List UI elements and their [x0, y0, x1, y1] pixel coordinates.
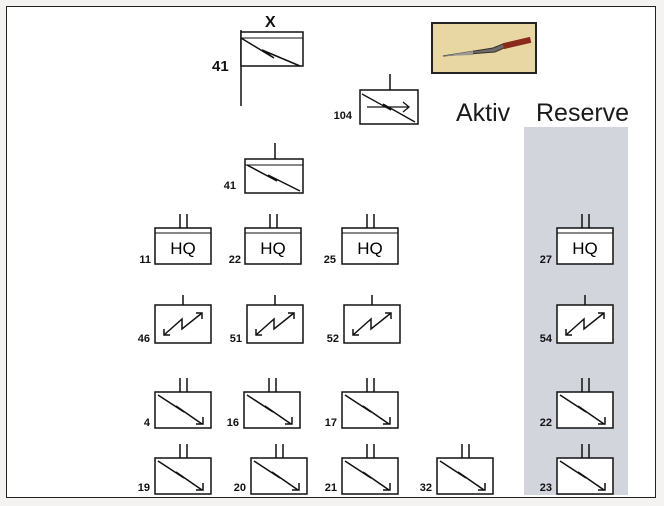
header-reserve: Reserve: [536, 99, 630, 127]
unit-20-symbol: [250, 444, 308, 495]
signal-reserve-symbol: [556, 295, 614, 344]
unit-32-symbol: [436, 444, 494, 495]
spear-icon: [442, 36, 532, 57]
top-unit-mark: X: [265, 14, 276, 31]
hq-reserve-number: 27: [539, 254, 552, 266]
signal-unit-52-number: 52: [326, 333, 339, 345]
hq-label: HQ: [260, 239, 286, 258]
top-unit-symbol: [240, 30, 304, 106]
row4-reserve-symbol: [556, 378, 614, 429]
hq-unit-25-symbol: HQ: [341, 214, 399, 265]
unit-16-number: 16: [226, 417, 239, 429]
hq-unit-22-number: 22: [228, 254, 241, 266]
unit-104-number: 104: [333, 110, 352, 122]
header-aktiv: Aktiv: [456, 99, 511, 127]
unit-17-symbol: [341, 378, 399, 429]
top-unit-number: 41: [212, 58, 229, 75]
hq-reserve-symbol: HQ: [556, 214, 614, 265]
hq-unit-25-number: 25: [323, 254, 336, 266]
hq-unit-11-symbol: HQ: [154, 214, 212, 265]
unit-20-number: 20: [233, 482, 246, 494]
unit-21-number: 21: [324, 482, 337, 494]
signal-unit-46-symbol: [154, 295, 212, 344]
unit-16-symbol: [243, 378, 301, 429]
row5-reserve-number: 23: [539, 482, 552, 494]
signal-unit-52-symbol: [343, 295, 401, 344]
signal-reserve-number: 54: [539, 333, 552, 345]
unit-41b-symbol: [244, 143, 304, 194]
unit-17-number: 17: [324, 417, 337, 429]
unit-104-symbol: [359, 74, 419, 125]
signal-unit-51-symbol: [246, 295, 304, 344]
row4-reserve-number: 22: [539, 417, 552, 429]
unit-4-number: 4: [143, 417, 150, 429]
hq-unit-11-number: 11: [139, 254, 151, 266]
signal-unit-51-number: 51: [229, 333, 242, 345]
hq-label: HQ: [357, 239, 383, 258]
hq-label: HQ: [170, 239, 196, 258]
hq-label: HQ: [572, 239, 598, 258]
signal-unit-46-number: 46: [137, 333, 150, 345]
unit-19-symbol: [154, 444, 212, 495]
unit-41b-number: 41: [223, 180, 236, 192]
row5-reserve-symbol: [556, 444, 614, 495]
hq-unit-22-symbol: HQ: [244, 214, 302, 265]
spear-picture: [431, 22, 537, 74]
unit-32-number: 32: [419, 482, 432, 494]
unit-21-symbol: [341, 444, 399, 495]
unit-19-number: 19: [137, 482, 150, 494]
unit-4-symbol: [154, 378, 212, 429]
